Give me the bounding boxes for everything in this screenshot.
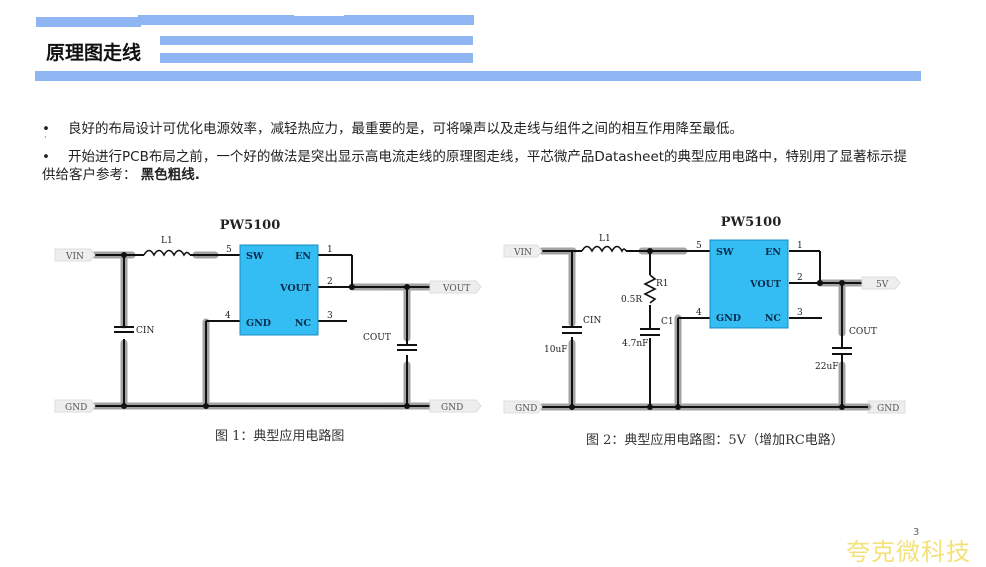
bullet-item: • · 良好的布局设计可优化电源效率，减轻热应力，最重要的是，可将噪声以及走线与…: [42, 120, 912, 142]
chip-body: [239, 244, 319, 336]
svg-text:GND: GND: [65, 403, 87, 413]
chip-name: PW5100: [721, 215, 782, 230]
circuit-diagram-2: PW5100: [503, 215, 906, 414]
bullet-marker: •: [42, 121, 50, 137]
bullet-emphasis: 黑色粗线.: [140, 167, 200, 183]
header-bar-top-4: [344, 15, 474, 25]
pin-number-en: 1: [797, 241, 803, 251]
port-gnd-left: GND: [54, 399, 96, 413]
cout-value: 22uF: [815, 362, 839, 372]
figure-caption-1: 图 1：典型应用电路图: [215, 429, 345, 444]
header-bar-mid-1: [160, 36, 473, 45]
bullet-marker: •: [42, 149, 50, 165]
pin-label-sw: SW: [246, 251, 264, 262]
svg-text:GND: GND: [441, 403, 463, 413]
svg-text:5V: 5V: [876, 280, 889, 290]
svg-text:GND: GND: [515, 404, 537, 414]
inductor-label: L1: [599, 234, 611, 244]
cin-label: CIN: [136, 326, 154, 336]
pin-label-nc: NC: [295, 318, 312, 329]
pin-label-sw: SW: [716, 247, 734, 258]
chip-body: [709, 239, 789, 329]
bullet-list: • · 良好的布局设计可优化电源效率，减轻热应力，最重要的是，可将噪声以及走线与…: [42, 120, 912, 194]
header-bar-top-3: [290, 16, 346, 25]
pin-number-vout: 2: [327, 277, 333, 287]
bullet-text: 开始进行PCB布局之前，一个好的做法是突出显示高电流走线的原理图走线，平芯微产品…: [42, 149, 908, 183]
port-gnd-right: GND: [867, 400, 906, 414]
pin-label-nc: NC: [765, 313, 782, 324]
pin-number-nc: 3: [797, 308, 803, 318]
header-bar-bottom: [35, 71, 921, 81]
pin-number-en: 1: [327, 245, 333, 255]
svg-text:VIN: VIN: [65, 252, 84, 262]
cout-capacitor-symbol: [832, 347, 852, 355]
port-vin: VIN: [503, 244, 543, 258]
page-number: 3: [913, 527, 920, 538]
port-5v: 5V: [861, 276, 901, 290]
inductor-symbol: [143, 249, 191, 257]
port-gnd-left: GND: [503, 400, 543, 414]
pin-number-gnd: 4: [696, 308, 702, 318]
pin-number-sw: 5: [226, 245, 232, 255]
header-bar-mid-2: [160, 53, 473, 63]
pin-label-vout: VOUT: [749, 279, 781, 290]
pin-number-gnd: 4: [225, 311, 231, 321]
c1-capacitor-symbol: [640, 328, 660, 336]
chip-name: PW5100: [220, 218, 281, 233]
pin-number-sw: 5: [696, 241, 702, 251]
resistor-value: 0.5R: [621, 295, 642, 305]
pin-label-vout: VOUT: [279, 283, 311, 294]
inductor-label: L1: [161, 236, 173, 246]
cout-label: COUT: [849, 327, 877, 337]
c1-label: C1: [661, 317, 674, 327]
watermark-brand: 夸克微科技: [846, 538, 971, 566]
port-gnd-right: GND: [429, 399, 482, 413]
cin-capacitor-symbol: [562, 326, 582, 334]
svg-text:VIN: VIN: [513, 248, 532, 258]
circuit-diagram-1: PW5100: [54, 218, 482, 413]
figure-caption-2: 图 2：典型应用电路图：5V（增加RC电路）: [586, 433, 844, 448]
header-bar-top-2: [138, 15, 294, 25]
resistor-label: R1: [656, 279, 669, 289]
pin-label-gnd: GND: [716, 313, 741, 324]
cin-value: 10uF: [544, 345, 568, 355]
inductor-symbol: [581, 245, 627, 253]
bullet-text: 良好的布局设计可优化电源效率，减轻热应力，最重要的是，可将噪声以及走线与组件之间…: [68, 121, 743, 137]
cin-label: CIN: [583, 316, 601, 326]
svg-text:VOUT: VOUT: [442, 284, 470, 294]
port-vin: VIN: [54, 248, 96, 262]
resistor-symbol: [643, 274, 657, 304]
bullet-artifact-dot: ·: [44, 133, 47, 142]
c1-value: 4.7nF: [622, 339, 648, 349]
pin-label-gnd: GND: [246, 318, 271, 329]
header-bar-top-1: [36, 17, 141, 27]
slide-title: 原理图走线: [46, 42, 142, 64]
cin-capacitor-symbol: [114, 326, 134, 333]
svg-text:GND: GND: [877, 404, 899, 414]
pin-number-vout: 2: [797, 273, 803, 283]
cout-label: COUT: [363, 333, 391, 343]
cout-capacitor-symbol: [397, 344, 417, 351]
pin-number-nc: 3: [327, 311, 333, 321]
pin-label-en: EN: [295, 251, 311, 262]
port-vout: VOUT: [429, 280, 482, 294]
bullet-item: • 开始进行PCB布局之前，一个好的做法是突出显示高电流走线的原理图走线，平芯微…: [42, 148, 912, 184]
pin-label-en: EN: [765, 247, 781, 258]
